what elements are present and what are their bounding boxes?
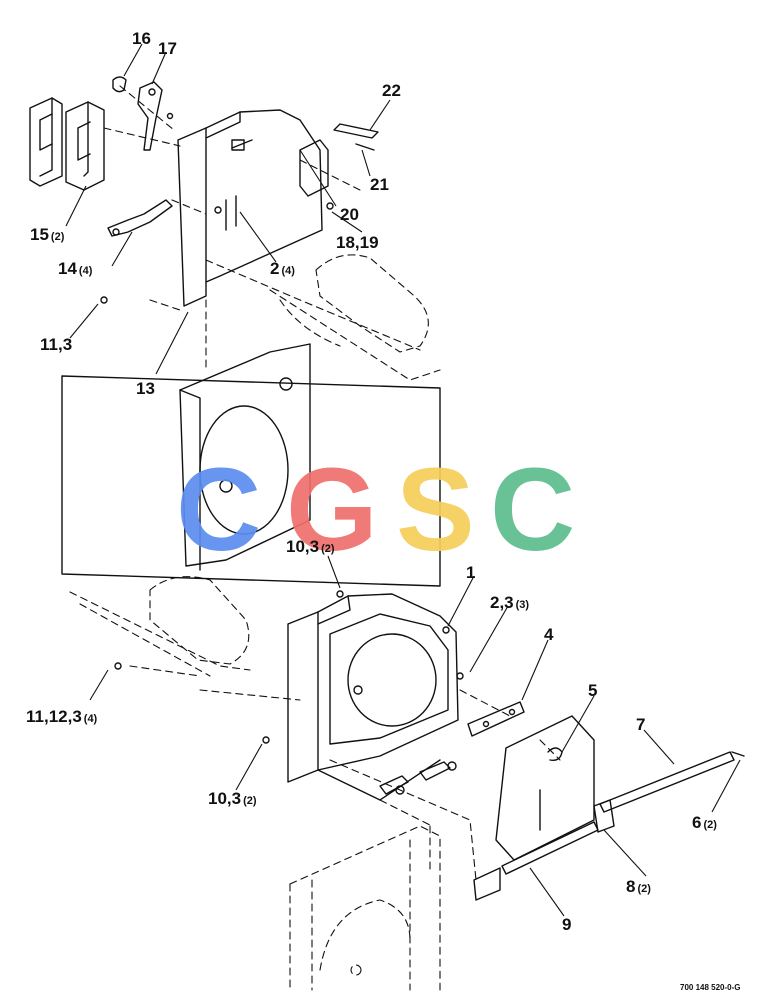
callout-qty-10-3a: (2) (321, 543, 335, 555)
upper-shield-outline (269, 254, 441, 381)
callout-6: 6(2) (692, 813, 717, 832)
alignment-guides-lower (129, 665, 561, 881)
lower-main-bracket (287, 593, 459, 801)
callout-14: 14(4) (58, 259, 93, 278)
small-clip (333, 123, 379, 151)
callout-qty-2a: (4) (281, 265, 295, 277)
callout-qty-14: (4) (79, 265, 93, 277)
watermark-letter-c2: C (490, 444, 575, 576)
leader-lines (65, 43, 741, 917)
callout-10-3b: 10,3(2) (208, 789, 257, 808)
callout-qty-8: (2) (637, 883, 651, 895)
cgsc-watermark: C G S C (176, 444, 575, 576)
callout-2-3: 2,3(3) (490, 593, 529, 612)
pins-and-bolts (100, 112, 464, 795)
callout-11-12-3: 11,12,3(4) (26, 707, 98, 726)
hinge-plate (467, 701, 525, 737)
watermark-letter-g: G (286, 444, 378, 576)
callout-16: 16 (132, 29, 151, 48)
hinge-rod (473, 821, 599, 901)
drawing-reference: 700 148 520-0-G (680, 983, 741, 992)
upper-mount-bracket (177, 109, 329, 307)
callout-9: 9 (562, 915, 571, 934)
callout-qty-11-12-3: (4) (84, 713, 98, 725)
callout-1: 1 (466, 563, 475, 582)
callout-13: 13 (136, 379, 155, 398)
watermark-letter-s: S (396, 444, 475, 576)
long-rod (593, 751, 745, 833)
callout-17: 17 (158, 39, 177, 58)
callout-18-19: 18,19 (336, 233, 379, 252)
callout-8: 8(2) (626, 877, 651, 896)
clip-and-latch (112, 76, 163, 151)
callout-15: 15(2) (30, 225, 65, 244)
callout-qty-6: (2) (703, 819, 717, 831)
callout-21: 21 (370, 175, 389, 194)
watermark-letter-c1: C (176, 444, 261, 576)
link-arm (107, 199, 173, 237)
callout-7: 7 (636, 715, 645, 734)
callout-22: 22 (382, 81, 401, 100)
alignment-guides-upper (103, 85, 421, 371)
callout-11-3: 11,3 (40, 335, 72, 354)
callout-qty-2-3: (3) (516, 599, 530, 611)
middle-frame-plate (61, 343, 441, 587)
callout-2a: 2(4) (270, 259, 295, 278)
callout-qty-10-3b: (2) (243, 795, 257, 807)
u-bracket-blocks (29, 97, 105, 191)
callout-5: 5 (588, 681, 597, 700)
callout-20: 20 (340, 205, 359, 224)
bottom-bracket-outline (289, 825, 441, 991)
callout-4: 4 (544, 625, 554, 644)
lower-shield-outline (69, 576, 301, 701)
callout-qty-15: (2) (51, 231, 65, 243)
